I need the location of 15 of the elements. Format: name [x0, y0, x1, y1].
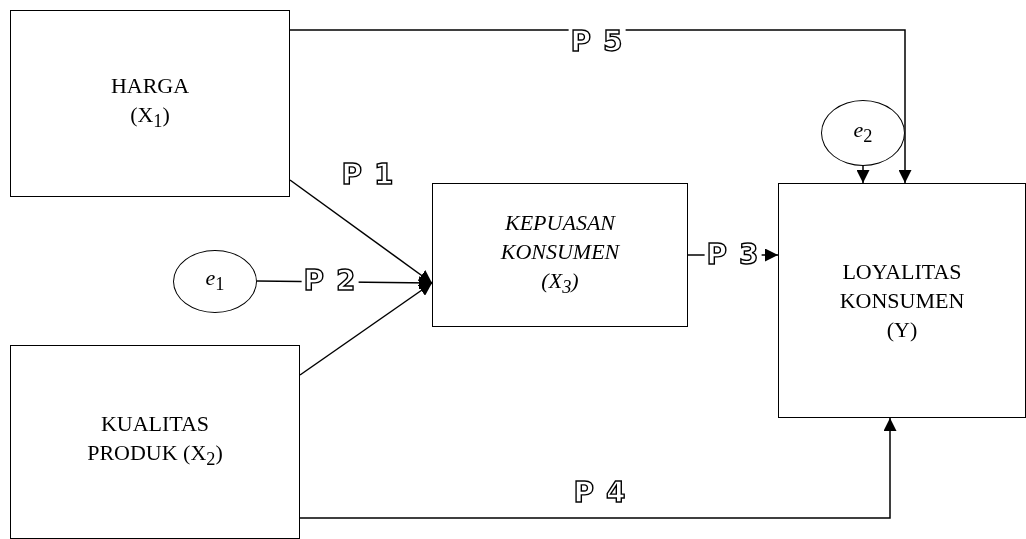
variable-label: HARGA (X$_{1}$) [109, 71, 191, 134]
arrow [856, 165, 870, 184]
variable-label: KEPUASAN KONSUMEN (X$_{3}$) [499, 208, 621, 300]
arrow [289, 179, 433, 284]
arrow [299, 417, 897, 519]
error-term-label: e$_{2}$ [853, 115, 873, 149]
variable-box [10, 10, 290, 197]
error-term-label: e$_{1}$ [205, 264, 225, 297]
arrow [299, 282, 433, 376]
arrow [289, 29, 912, 184]
variable-box [10, 345, 300, 539]
variable-box [778, 183, 1026, 418]
variable-label: KUALITAS PRODUK (X$_{2}$) [86, 410, 224, 472]
variable-box [432, 183, 688, 327]
variable-label: LOYALITAS KONSUMEN (Y) [838, 258, 966, 344]
